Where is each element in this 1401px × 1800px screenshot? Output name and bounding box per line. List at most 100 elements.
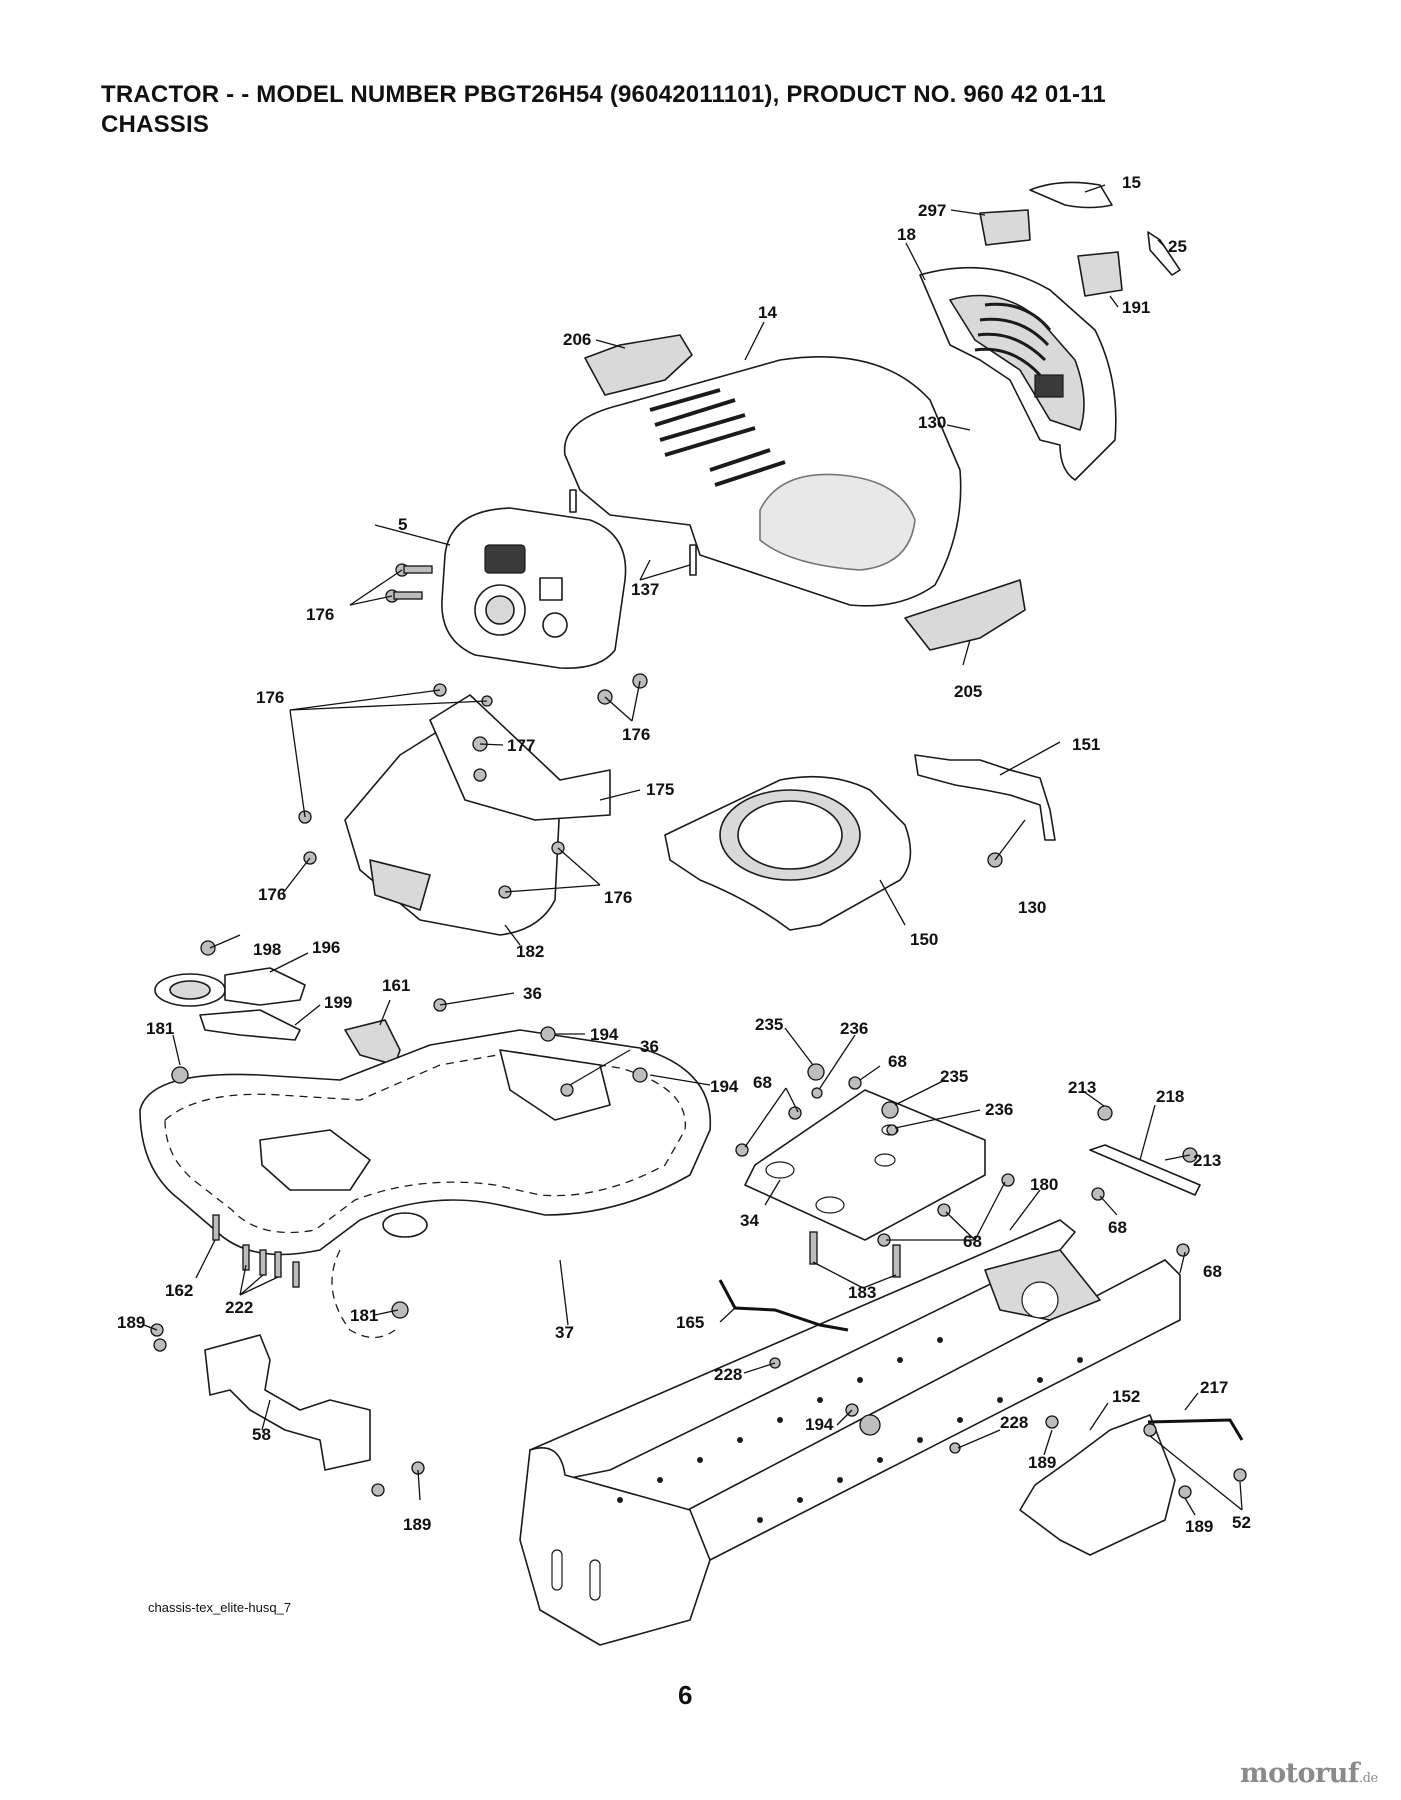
callout-194-a: 194 xyxy=(590,1025,619,1044)
part-fuel-tank-cover xyxy=(154,967,306,1041)
callout-162: 162 xyxy=(165,1281,193,1300)
callout-52: 52 xyxy=(1232,1513,1251,1532)
callout-130-top: 130 xyxy=(918,413,946,432)
fastener-235-right xyxy=(881,1101,899,1119)
fastener-189-rear-left xyxy=(1045,1415,1059,1429)
callout-189-c: 189 xyxy=(403,1515,431,1534)
callout-165: 165 xyxy=(676,1313,704,1332)
fastener-36-mid xyxy=(560,1083,574,1097)
fastener-235-top xyxy=(807,1063,825,1081)
part-support-bracket xyxy=(1089,1144,1201,1196)
fastener-189-left-b xyxy=(153,1338,167,1352)
leader-lines xyxy=(143,184,1243,1516)
page-number: 6 xyxy=(678,1680,693,1710)
callout-152: 152 xyxy=(1112,1387,1140,1406)
callout-176-d: 176 xyxy=(258,885,286,904)
callout-194-b: 194 xyxy=(710,1077,739,1096)
fastener-183-a xyxy=(809,1231,818,1265)
callout-176-c: 176 xyxy=(622,725,650,744)
part-console xyxy=(344,694,611,936)
fastener-236-right xyxy=(886,1124,898,1136)
callout-15: 15 xyxy=(1122,173,1141,192)
fastener-194-top xyxy=(540,1026,556,1042)
part-rod-217 xyxy=(1147,1418,1244,1441)
callout-180: 180 xyxy=(1030,1175,1058,1194)
page-title: TRACTOR - - MODEL NUMBER PBGT26H54 (9604… xyxy=(101,81,1106,108)
callout-181-a: 181 xyxy=(146,1019,174,1038)
fastener-68-h xyxy=(1176,1243,1190,1257)
callout-137: 137 xyxy=(631,580,659,599)
callout-151: 151 xyxy=(1072,735,1100,754)
part-rear-shield xyxy=(1019,1414,1176,1556)
fastener-189-rear-right xyxy=(1178,1485,1192,1499)
part-frame xyxy=(519,1219,1181,1646)
callout-34: 34 xyxy=(740,1211,759,1230)
callout-25: 25 xyxy=(1168,237,1187,256)
callout-235-a: 235 xyxy=(755,1015,783,1034)
watermark-tld: .de xyxy=(1359,1771,1378,1786)
watermark-name: motoruf xyxy=(1240,1758,1360,1789)
callout-labels: 15 297 18 25 191 14 206 130 5 176 137 20… xyxy=(117,173,1251,1536)
callout-228-b: 228 xyxy=(1000,1413,1028,1432)
callout-150: 150 xyxy=(910,930,938,949)
part-side-emblem xyxy=(1147,231,1181,276)
callout-199: 199 xyxy=(324,993,352,1012)
fastener-181-bottom xyxy=(391,1301,409,1319)
callout-206: 206 xyxy=(563,330,591,349)
part-light-lens-right xyxy=(1077,251,1123,297)
fastener-52-top xyxy=(1143,1423,1157,1437)
callout-130-bottom: 130 xyxy=(1018,898,1046,917)
part-fender xyxy=(139,1029,712,1339)
part-side-panel-upper xyxy=(584,334,693,396)
callout-217: 217 xyxy=(1200,1378,1228,1397)
callout-68-b: 68 xyxy=(753,1073,772,1092)
callout-68-a: 68 xyxy=(888,1052,907,1071)
callout-189-a: 189 xyxy=(117,1313,145,1332)
callout-161: 161 xyxy=(382,976,410,995)
part-side-panel-lower xyxy=(904,579,1026,651)
part-light-lens-left xyxy=(979,209,1031,246)
callout-68-c: 68 xyxy=(963,1232,982,1251)
fastener-68-a xyxy=(788,1106,802,1120)
callout-58: 58 xyxy=(252,1425,271,1444)
fastener-213-left xyxy=(1097,1105,1113,1121)
part-dashboard xyxy=(441,507,627,669)
callout-236-b: 236 xyxy=(985,1100,1013,1119)
callout-18: 18 xyxy=(897,225,916,244)
callout-14: 14 xyxy=(758,303,777,322)
fastener-228-b xyxy=(949,1442,961,1454)
callout-5: 5 xyxy=(398,515,407,534)
callout-213-b: 213 xyxy=(1193,1151,1221,1170)
part-engine-baffle xyxy=(664,775,912,931)
fastener-194-frame xyxy=(859,1414,881,1436)
fastener-236-top xyxy=(811,1087,823,1099)
fastener-181-top xyxy=(171,1066,189,1084)
callout-218: 218 xyxy=(1156,1087,1184,1106)
callout-297: 297 xyxy=(918,201,946,220)
fastener-198 xyxy=(200,940,216,956)
callout-191: 191 xyxy=(1122,298,1150,317)
callout-176-b: 176 xyxy=(256,688,284,707)
fastener-183-b xyxy=(892,1244,901,1278)
callout-175: 175 xyxy=(646,780,674,799)
callout-177: 177 xyxy=(507,736,535,755)
callout-236-a: 236 xyxy=(840,1019,868,1038)
callout-235-b: 235 xyxy=(940,1067,968,1086)
part-seat-plate xyxy=(744,1089,986,1241)
page-subtitle: CHASSIS xyxy=(101,111,210,138)
callout-37: 37 xyxy=(555,1323,574,1342)
callout-222: 222 xyxy=(225,1298,253,1317)
part-linkage-rod xyxy=(718,1279,849,1332)
part-headlight-cover xyxy=(1029,181,1113,209)
callout-182: 182 xyxy=(516,942,544,961)
fastener-194-mid xyxy=(632,1067,648,1083)
callout-176-a: 176 xyxy=(306,605,334,624)
callout-213-a: 213 xyxy=(1068,1078,1096,1097)
part-pedal-trim xyxy=(344,1019,401,1066)
callout-181-b: 181 xyxy=(350,1306,378,1325)
callout-36-b: 36 xyxy=(640,1037,659,1056)
callout-68-e: 68 xyxy=(1203,1262,1222,1281)
callout-189-b: 189 xyxy=(1028,1453,1056,1472)
callout-198: 198 xyxy=(253,940,281,959)
